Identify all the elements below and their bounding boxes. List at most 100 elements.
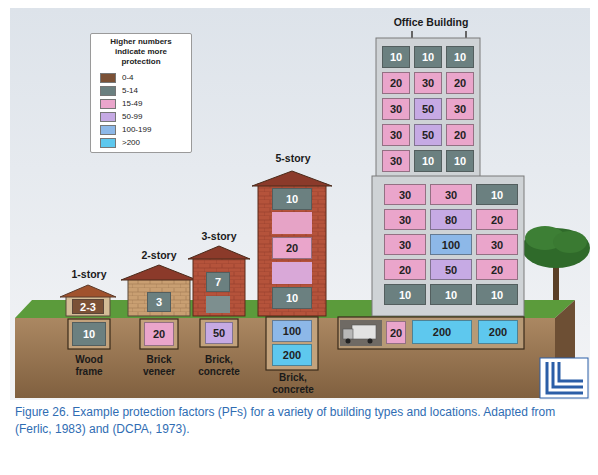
protection-factor: 100 — [283, 325, 301, 337]
protection-factor: 30 — [390, 103, 402, 115]
legend-swatch — [100, 99, 116, 109]
office-base — [372, 176, 524, 316]
protection-factor: 2-3 — [80, 301, 96, 313]
protection-factor-cell: 30 — [476, 234, 518, 255]
building: 5-storyBrick, concrete102010100200 — [252, 152, 334, 400]
protection-factor-cell: 30 — [384, 209, 426, 230]
protection-factor: 10 — [390, 51, 402, 63]
protection-factor: 20 — [454, 129, 466, 141]
protection-factor-cell: 3 — [147, 292, 171, 312]
tree-canopy — [553, 231, 587, 253]
protection-factor: 10 — [491, 289, 503, 301]
protection-factor-cell: 20 — [272, 237, 312, 259]
roof — [60, 285, 116, 297]
protection-factor-cell: 50 — [414, 124, 442, 146]
legend-swatch — [100, 112, 116, 122]
legend-entry: 100-199 — [100, 124, 151, 135]
legend-entry: 5-14 — [100, 85, 138, 96]
protection-factor: 50 — [422, 129, 434, 141]
garage — [340, 320, 382, 346]
protection-factor: 50 — [445, 264, 457, 276]
protection-factor: 20 — [454, 77, 466, 89]
building: 2-storyBrick veneer320 — [120, 249, 198, 379]
house-wall — [128, 278, 190, 316]
protection-factor-cell: 2-3 — [72, 299, 104, 314]
legend-entry: 50-99 — [100, 111, 142, 122]
building: 1-storyWood frame2-310 — [55, 268, 123, 378]
figure-caption: Figure 26. Example protection factors (P… — [15, 404, 587, 438]
protection-factor-cell: 30 — [446, 98, 474, 120]
house-wall — [193, 258, 245, 316]
soil — [15, 318, 555, 398]
office-tower — [376, 38, 480, 178]
legend-label: 5-14 — [122, 86, 138, 95]
roof — [188, 246, 250, 259]
protection-factor: 30 — [399, 214, 411, 226]
protection-factor-cell: 20 — [476, 259, 518, 280]
protection-factor: 200 — [489, 326, 507, 338]
protection-factor: 30 — [454, 103, 466, 115]
protection-factor-cell: 10 — [414, 46, 442, 68]
house-wall — [258, 184, 326, 316]
logo-mark — [547, 362, 583, 393]
truck-wheel — [346, 339, 351, 344]
protection-factor-cell: 10 — [476, 284, 518, 305]
protection-factor-cell: 200 — [272, 344, 312, 366]
protection-factor-cell: 200 — [412, 320, 472, 344]
basement — [266, 317, 318, 370]
basement — [68, 319, 110, 349]
sky — [10, 8, 590, 400]
protection-factor: 100 — [442, 239, 460, 251]
basement — [200, 319, 238, 347]
protection-factor-cell: 30 — [382, 150, 410, 172]
protection-factor: 30 — [399, 189, 411, 201]
protection-factor-cell: 10 — [384, 284, 426, 305]
protection-factor-cell: 10 — [382, 46, 410, 68]
protection-factor-cell: 20 — [144, 322, 174, 346]
protection-factor-cell: 10 — [72, 322, 106, 346]
protection-factor: 3 — [156, 296, 162, 308]
protection-factor: 80 — [445, 214, 457, 226]
house-wall — [66, 296, 110, 316]
protection-factor: 10 — [454, 155, 466, 167]
protection-factor-cell: 10 — [446, 150, 474, 172]
protection-factor: 50 — [213, 327, 225, 339]
antenna — [411, 31, 413, 38]
roof — [252, 171, 332, 186]
protection-factor: 10 — [454, 51, 466, 63]
basement — [338, 317, 524, 349]
antenna — [465, 31, 467, 38]
protection-factor: 10 — [286, 193, 298, 205]
legend-entry: 0-4 — [100, 72, 134, 83]
protection-factor-cell: 30 — [382, 98, 410, 120]
protection-factor: 10 — [422, 51, 434, 63]
floor-cell — [272, 262, 312, 284]
protection-factor-cell: 50 — [205, 322, 233, 344]
legend-label: 100-199 — [122, 125, 151, 134]
protection-factor: 30 — [399, 239, 411, 251]
protection-factor-cell: 10 — [430, 284, 472, 305]
protection-factor-cell: 200 — [478, 320, 518, 344]
protection-factor: 30 — [445, 189, 457, 201]
legend-label: 15-49 — [122, 99, 142, 108]
protection-factor-cell: 50 — [430, 259, 472, 280]
protection-factor: 20 — [399, 264, 411, 276]
building-label: Office Building — [336, 16, 526, 29]
protection-factor: 200 — [433, 326, 451, 338]
construction-label: Brick, concrete — [263, 372, 323, 396]
building: 3-storyBrick, concrete750 — [186, 230, 252, 380]
protection-factor: 10 — [422, 155, 434, 167]
legend-swatch — [100, 125, 116, 135]
protection-factor: 30 — [390, 129, 402, 141]
protection-factor-cell: 10 — [272, 188, 312, 210]
protection-factor-cell: 100 — [430, 234, 472, 255]
protection-factor-cell: 20 — [446, 72, 474, 94]
protection-factor-cell: 7 — [206, 272, 230, 292]
legend-label: >200 — [122, 138, 140, 147]
protection-factor: 10 — [399, 289, 411, 301]
protection-factor: 20 — [286, 242, 298, 254]
construction-label: Brick, concrete — [189, 354, 249, 378]
building-label: 1-story — [55, 268, 123, 281]
basement — [140, 319, 178, 349]
protection-factor: 20 — [390, 327, 402, 339]
